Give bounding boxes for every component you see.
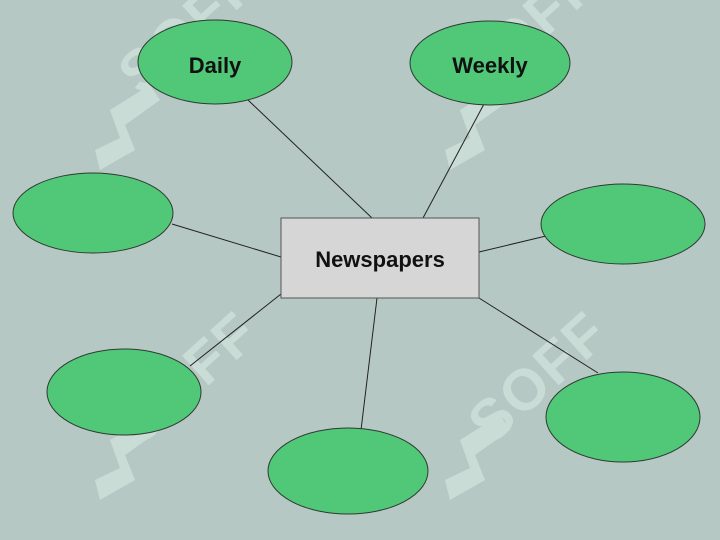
node-daily-label: Daily — [189, 53, 242, 78]
node-weekly-label: Weekly — [452, 53, 528, 78]
node-right-bottom — [545, 371, 701, 463]
branch-nodes — [12, 19, 706, 515]
watermark-glyphs — [95, 85, 510, 500]
node-daily — [137, 19, 293, 105]
connectors — [171, 99, 599, 431]
node-bottom — [267, 427, 429, 515]
node-weekly — [409, 20, 571, 106]
connector-left-bottom — [189, 293, 282, 367]
node-left-bottom — [46, 348, 202, 436]
node-right-top — [540, 183, 706, 265]
connector-right-bottom — [478, 297, 599, 374]
connector-daily — [247, 99, 373, 219]
node-left-top — [12, 172, 174, 254]
connector-bottom — [360, 297, 378, 431]
connector-weekly — [422, 103, 485, 219]
connector-right-top — [478, 235, 547, 253]
center-node — [280, 217, 480, 299]
connector-left-top — [171, 223, 282, 258]
center-node-label: Newspapers — [315, 247, 445, 272]
